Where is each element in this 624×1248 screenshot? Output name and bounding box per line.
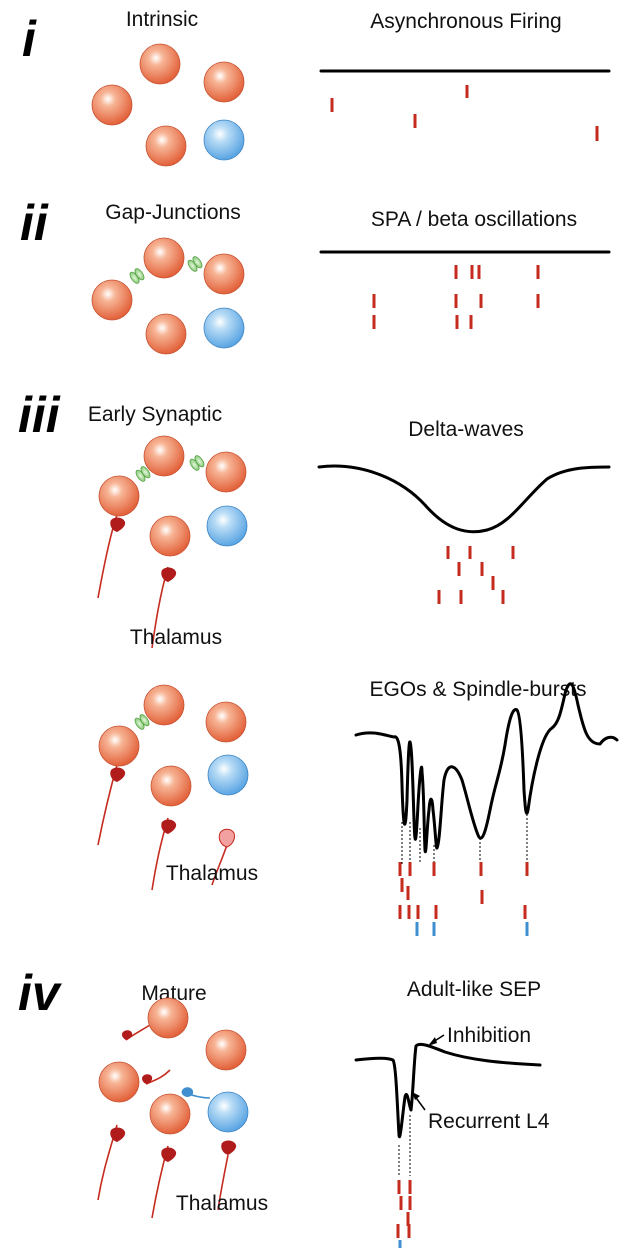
thalamic-axon [211,844,228,886]
inhibition-annotation: Inhibition [447,1024,531,1047]
thalamic-axon [217,1154,229,1211]
excitatory-neuron [147,997,189,1039]
excitatory-neuron [91,279,133,321]
panel-numeral: iv [18,965,63,1021]
activity-label: EGOs & Spindle-bursts [369,678,586,701]
excitatory-neuron [143,684,185,726]
spike-raster [396,1180,412,1248]
thalamic-terminal [221,1140,237,1155]
gap-junction [127,266,147,286]
neuron-cluster [91,237,245,355]
spike-raster [437,546,515,604]
excitatory-neuron [98,475,140,517]
excitatory-neuron [149,515,191,557]
excitatory-neuron [203,61,245,103]
excitatory-neuron [98,725,140,767]
excitatory-neuron [145,313,187,355]
inhibitory-neuron [207,754,249,796]
thalamic-terminal [161,1147,177,1162]
gap-junction [185,254,205,274]
delta-wave-trace [317,464,611,534]
excitatory-neuron [205,701,247,743]
excitatory-neuron [203,253,245,295]
inhibition-arrow-head [428,1037,437,1046]
activity-label: SPA / beta oscillations [371,208,577,231]
panel-i: i Intrinsic Asynchronous Firing [22,8,611,167]
inhibitory-neuron [203,307,245,349]
mechanism-label: Mature [141,982,206,1005]
excitatory-neuron [91,84,133,126]
panel-iv: iv Mature Thalamus Adult-like SEP [18,965,550,1248]
spike-raster [372,265,540,329]
input-label: Thalamus [176,1192,268,1215]
spindle-burst-trace [354,682,619,854]
recurrent-annotation: Recurrent L4 [428,1110,550,1133]
spike-raster [398,862,529,936]
excitatory-neuron [205,451,247,493]
event-markers [398,1115,411,1176]
intracortical-terminal [122,1030,133,1040]
input-label: Thalamus [130,626,222,649]
thalamic-terminal [161,567,177,582]
activity-label: Asynchronous Firing [370,10,561,33]
excitatory-neuron [150,765,192,807]
annotation-arrows [412,1034,445,1111]
panel-numeral: ii [20,195,49,251]
panel-numeral: iii [18,387,61,443]
event-markers [401,810,528,864]
excitatory-neuron [143,435,185,477]
interneuron-terminal [181,1087,194,1097]
excitatory-neuron [139,43,181,85]
panel-ii: ii Gap-Junctions SPA / beta oscillations [20,195,611,355]
immature-thalamic-terminal [218,828,235,848]
neuron-cluster [97,997,249,1219]
neuron-cluster [91,43,245,167]
excitatory-neuron [149,1093,191,1135]
excitatory-neuron [205,1029,247,1071]
neuron-cluster [97,684,249,891]
neuron-cluster [97,435,248,649]
inhibitory-neuron [207,1091,249,1133]
panel-iii: iii Early Synaptic Thalamus Delta-waves [18,387,611,649]
panel-iii-b: Thalamus EGOs & Spindle-bursts [97,678,619,936]
sep-trace [354,1042,542,1139]
mechanism-label: Gap-Junctions [105,201,240,224]
activity-label: Adult-like SEP [407,978,541,1001]
input-label: Thalamus [166,862,258,885]
gap-junction [187,453,207,473]
panel-numeral: i [22,11,37,67]
mechanism-label: Intrinsic [126,8,198,31]
mechanism-label: Early Synaptic [88,403,222,426]
excitatory-neuron [145,125,187,167]
inhibitory-neuron [206,505,248,547]
intracortical-terminal [142,1074,153,1084]
activity-label: Delta-waves [408,418,524,441]
excitatory-neuron [98,1061,140,1103]
spike-raster [330,85,599,141]
excitatory-neuron [143,237,185,279]
recurrent-arrow-head [412,1092,420,1100]
inhibitory-neuron [203,119,245,161]
